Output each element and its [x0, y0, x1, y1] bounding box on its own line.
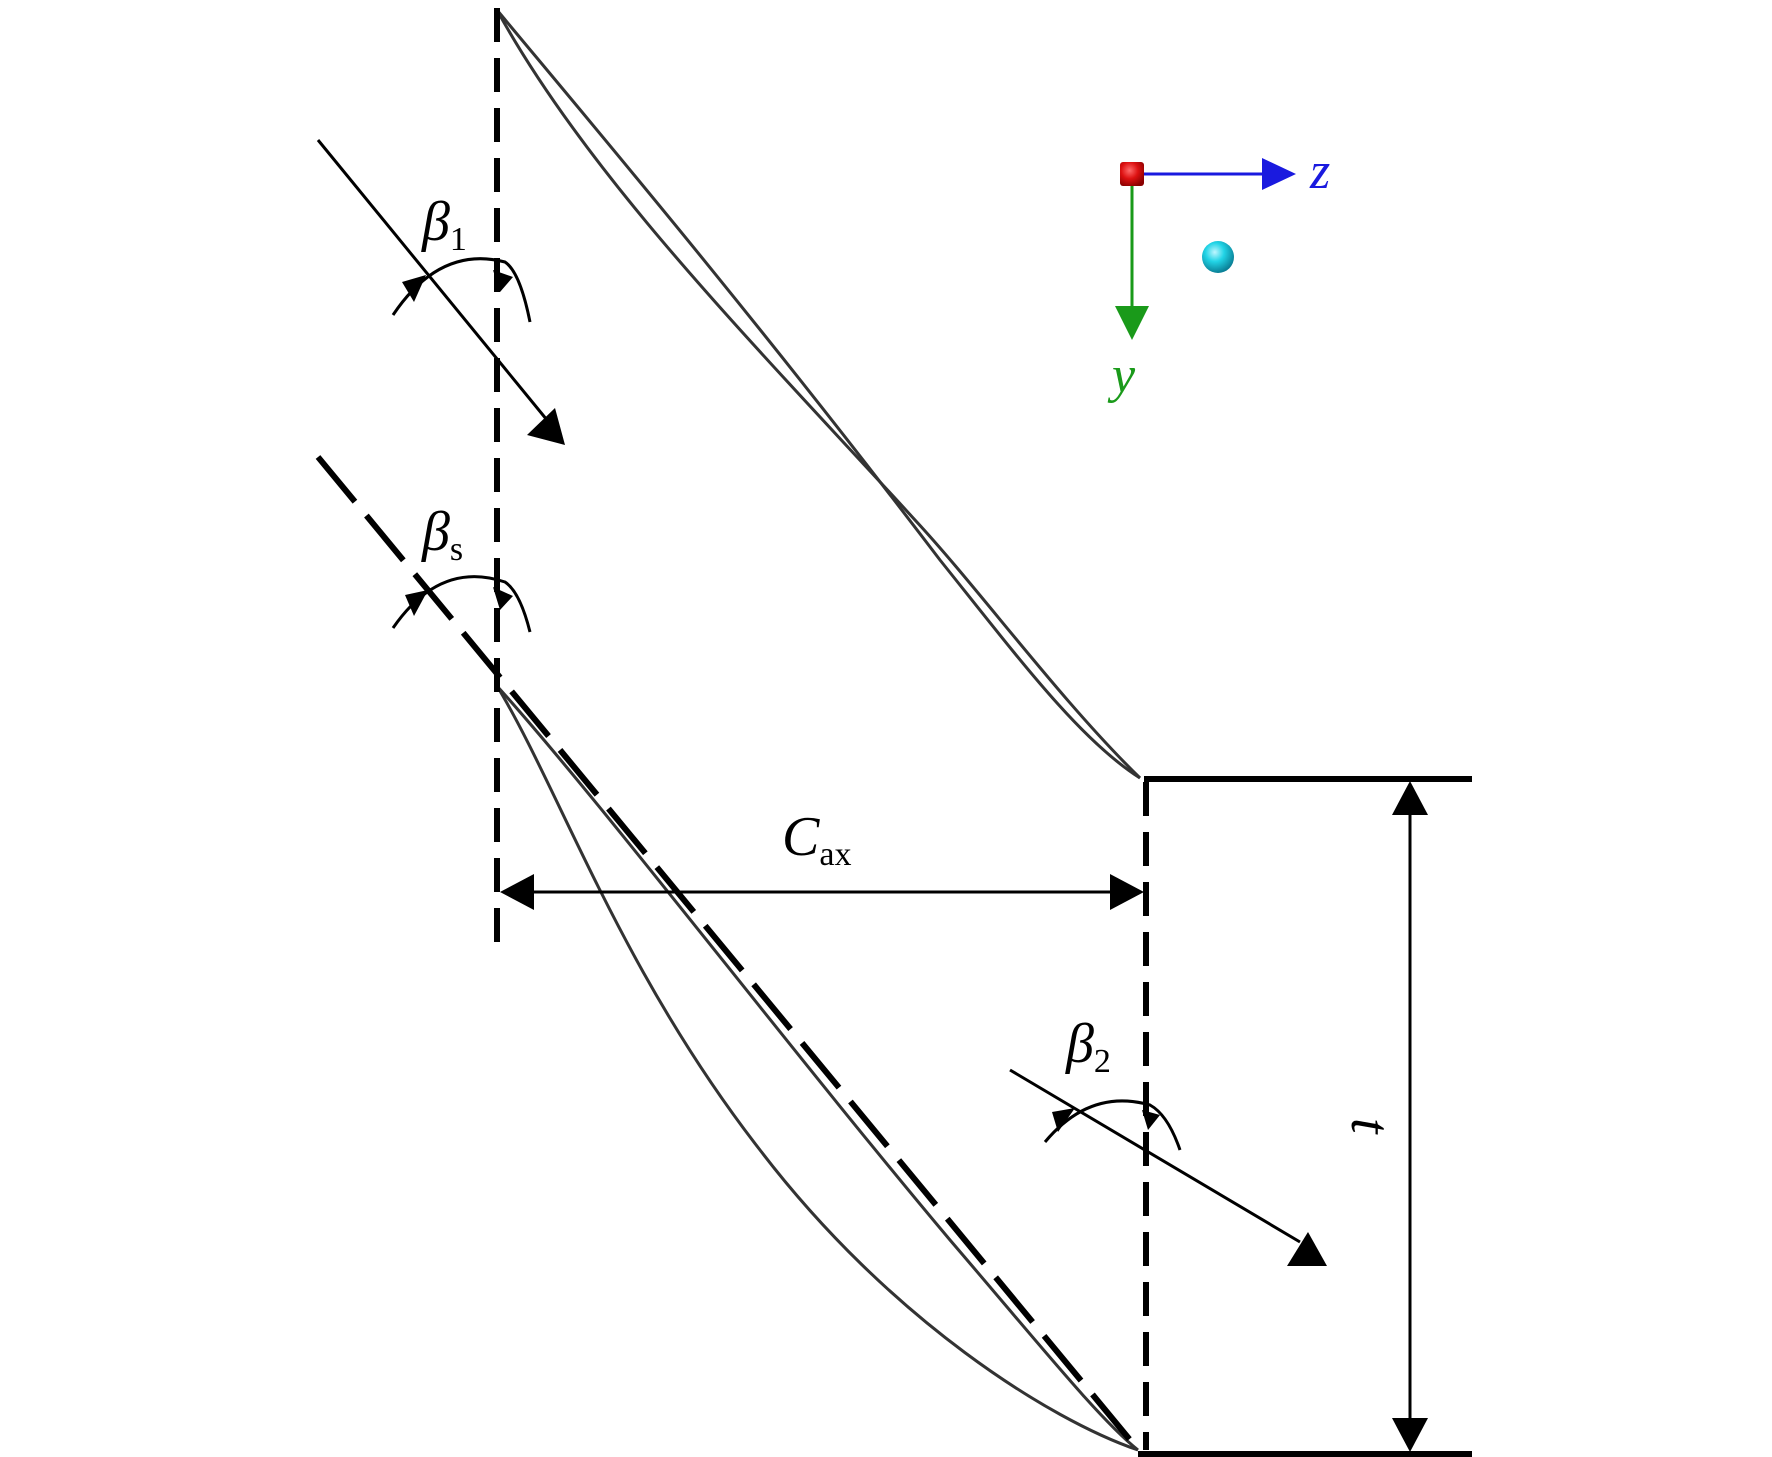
pitch-arrowhead-bottom — [1392, 1418, 1428, 1452]
beta1-arc-arrowhead-right — [493, 270, 513, 292]
pitch-dimension — [1138, 776, 1472, 1457]
lower-blade-suction-side — [495, 685, 1139, 1452]
betas-arc-arrowhead-right — [493, 587, 513, 610]
stagger-chord-dashed-line — [315, 455, 1143, 1454]
pitch-arrowhead-top — [1392, 781, 1428, 815]
inlet-flow-arrow — [316, 139, 565, 445]
cax-arrowhead-right — [1110, 874, 1144, 910]
x-axis-out-of-plane-marker-icon — [1202, 241, 1234, 273]
beta1-label: β1 — [421, 191, 467, 258]
z-axis-arrowhead — [1262, 158, 1296, 190]
lower-blade-profile — [495, 684, 1139, 1452]
betas-label: βs — [421, 501, 463, 568]
beta2-label: β2 — [1065, 1013, 1111, 1080]
beta2-arc-arrowhead-right — [1142, 1110, 1160, 1130]
beta2-arc-arrowhead-left — [1052, 1108, 1075, 1132]
cax-arrowhead-left — [500, 874, 534, 910]
coordinate-triad — [1115, 158, 1296, 340]
outlet-flow-arrow — [1009, 1068, 1327, 1266]
axial-chord-dimension — [500, 874, 1144, 910]
axial-chord-label: Cax — [782, 806, 851, 873]
inlet-flow-arrowhead — [527, 408, 565, 445]
z-axis-label: z — [1309, 143, 1330, 200]
beta2-angle-arc — [1043, 1099, 1182, 1151]
outlet-flow-arrowhead — [1287, 1232, 1327, 1266]
y-axis-label: y — [1107, 347, 1136, 404]
upper-blade-pressure-side — [495, 9, 1141, 780]
pitch-label: t — [1339, 1118, 1401, 1135]
origin-marker-icon — [1120, 162, 1144, 186]
upper-blade-profile — [495, 9, 1142, 780]
beta1-arc-arrowhead-left — [402, 275, 426, 302]
y-axis-arrowhead — [1115, 306, 1149, 340]
lower-blade-pressure-side — [495, 684, 1139, 1452]
betas-arc-arrowhead-left — [405, 590, 428, 616]
